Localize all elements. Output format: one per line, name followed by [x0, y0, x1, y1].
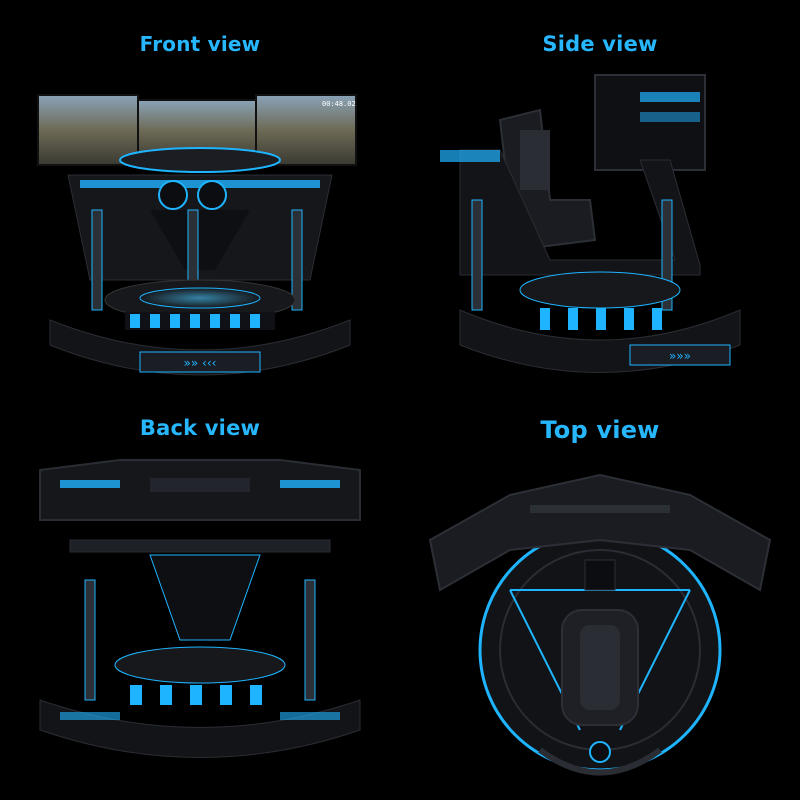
side-view-panel: Side view »	[400, 0, 800, 400]
back-view-panel: Back view	[0, 400, 400, 800]
top-view-panel: Top view	[400, 400, 800, 800]
hud-readout: 00:48.02	[322, 100, 356, 108]
top-view-label: Top view	[540, 416, 660, 444]
back-view-label: Back view	[139, 416, 261, 440]
left-monitor	[37, 94, 139, 166]
side-view-label: Side view	[542, 32, 658, 56]
right-monitor	[255, 94, 357, 166]
front-view-label: Front view	[139, 32, 261, 56]
simulator-front-image: 00:48.02	[37, 94, 357, 376]
svg-text:»»»: »»»	[669, 349, 691, 363]
svg-text:»» ‹‹‹: »» ‹‹‹	[184, 356, 217, 370]
simulator-back-image	[39, 459, 361, 758]
simulator-top-image	[428, 473, 772, 776]
simulator-side-image: »»»	[440, 74, 741, 373]
front-view-panel: Front view 00:48.02	[0, 0, 400, 400]
